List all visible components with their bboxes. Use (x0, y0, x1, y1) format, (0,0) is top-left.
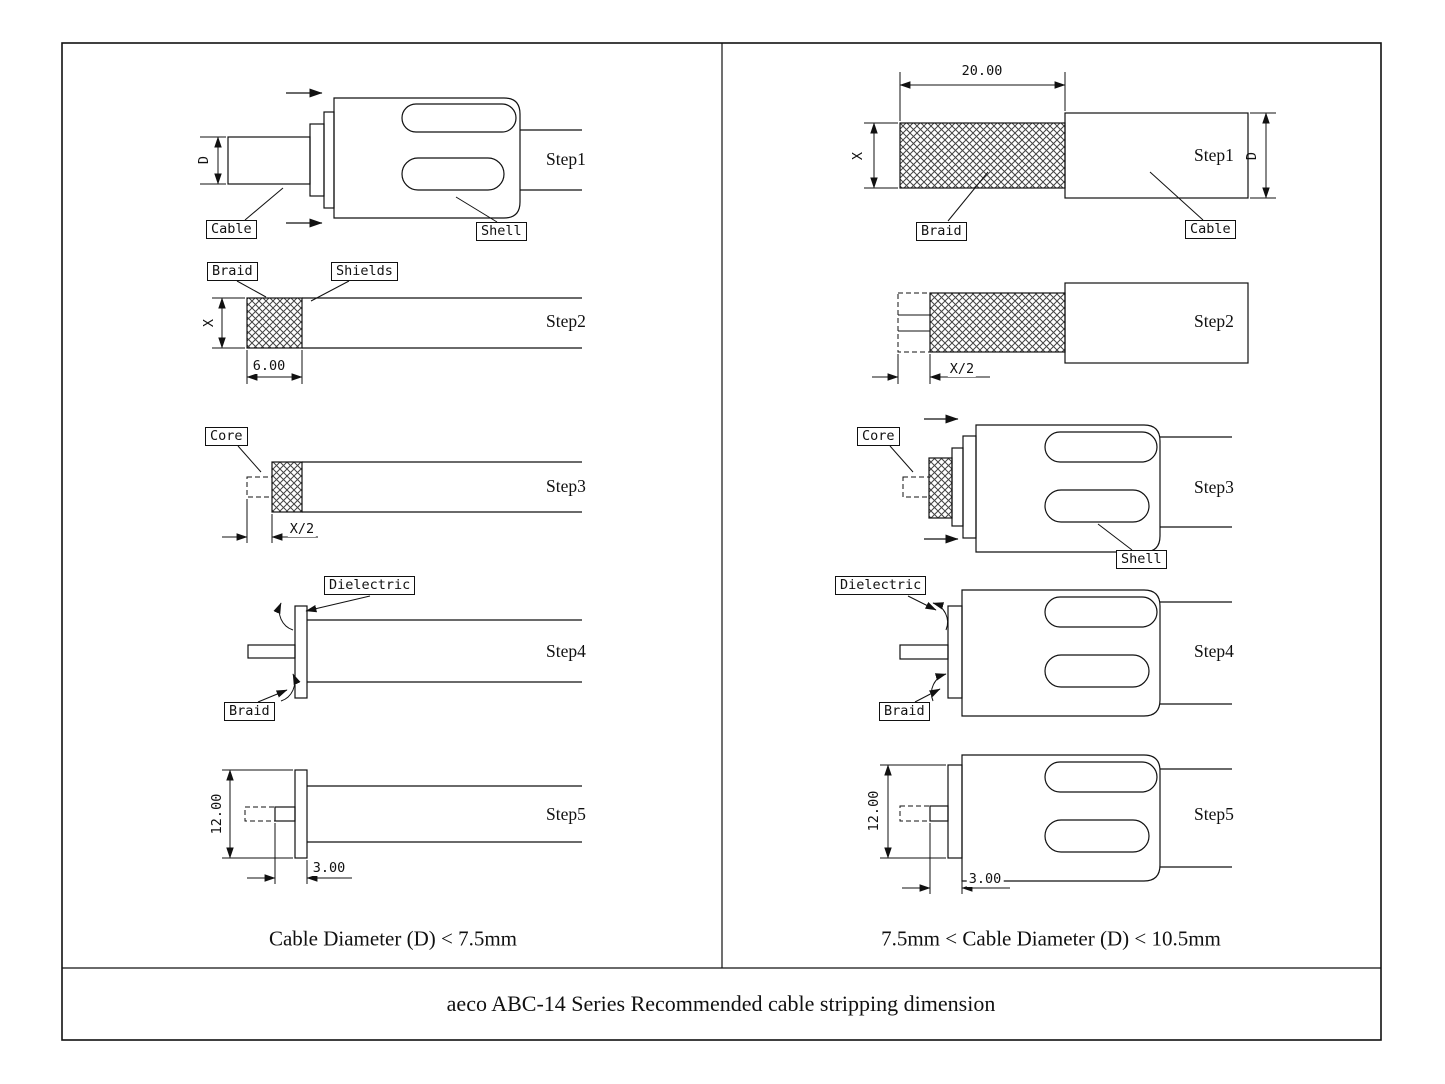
left-shell-tag: Shell (476, 222, 527, 241)
left-cable-tag: Cable (206, 220, 257, 239)
left-dim-d: D (196, 155, 212, 165)
left-step5-label: Step5 (546, 804, 586, 824)
left-step3-drawing (222, 445, 582, 543)
right-dim-3mm: 3.00 (966, 871, 1004, 887)
right-step4-label: Step4 (1194, 641, 1234, 661)
left-dielectric-tag: Dielectric (324, 576, 416, 595)
left-shields-tag: Shields (331, 262, 398, 281)
left-braid-tag: Braid (207, 262, 258, 281)
right-step3-drawing (889, 414, 1232, 553)
right-step1-drawing (864, 72, 1276, 222)
right-dim-x: X (850, 151, 866, 161)
left-dim-x: X (201, 318, 217, 328)
left-dim-6mm: 6.00 (250, 358, 288, 374)
right-step1-label: Step1 (1194, 145, 1234, 165)
left-step2-label: Step2 (546, 311, 586, 331)
right-core-tag: Core (857, 427, 900, 446)
left-step3-label: Step3 (546, 476, 586, 496)
right-step5-label: Step5 (1194, 804, 1234, 824)
left-step4-drawing (247, 595, 582, 703)
right-braid-folded-tag: Braid (879, 702, 930, 721)
left-dim-12mm: 12.00 (209, 793, 225, 835)
drawing-title: aeco ABC-14 Series Recommended cable str… (446, 991, 996, 1016)
right-cable-tag: Cable (1185, 220, 1236, 239)
right-step2-label: Step2 (1194, 311, 1234, 331)
right-braid-tag: Braid (916, 222, 967, 241)
right-shell-tag: Shell (1116, 550, 1167, 569)
right-step3-label: Step3 (1194, 477, 1234, 497)
right-dim-20mm: 20.00 (959, 63, 1005, 79)
left-panel-caption: Cable Diameter (D) < 7.5mm (268, 926, 518, 951)
right-step4-drawing (899, 589, 1232, 717)
left-step4-label: Step4 (546, 641, 586, 661)
left-dim-3mm: 3.00 (310, 860, 348, 876)
left-step1-drawing (200, 88, 582, 228)
left-core-tag: Core (205, 427, 248, 446)
right-panel-caption: 7.5mm < Cable Diameter (D) < 10.5mm (881, 926, 1221, 951)
right-dim-d: D (1244, 151, 1260, 161)
right-dim-x-half: X/2 (947, 361, 977, 377)
left-braid-folded-tag: Braid (224, 702, 275, 721)
sheet-frame (61, 42, 1382, 1041)
right-step2-drawing (872, 282, 1249, 384)
left-dim-x-half: X/2 (287, 521, 317, 537)
right-dielectric-tag: Dielectric (835, 576, 927, 595)
right-step5-drawing (880, 754, 1232, 894)
left-step2-drawing (212, 280, 582, 384)
left-step1-label: Step1 (546, 149, 586, 169)
left-step5-drawing (222, 769, 582, 884)
right-dim-12mm: 12.00 (866, 790, 882, 832)
